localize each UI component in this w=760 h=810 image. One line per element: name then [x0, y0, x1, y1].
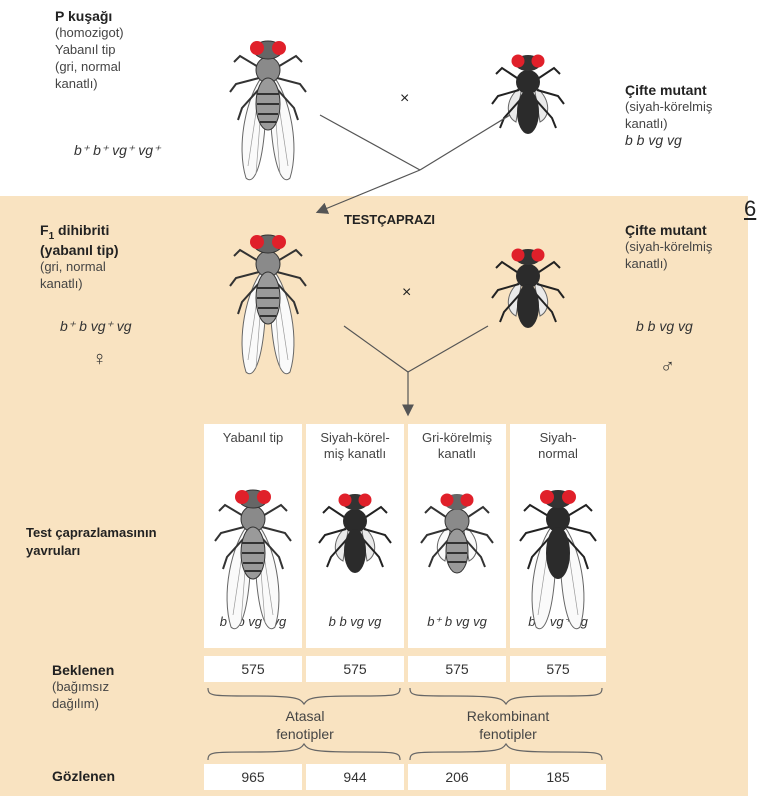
offspring-black-normal-fly-icon	[520, 490, 596, 629]
parental-brace-top	[208, 688, 400, 704]
p-cross-line-right	[420, 115, 510, 170]
recombinant-brace-bottom	[410, 744, 602, 760]
p-wild-type-fly-icon	[230, 41, 306, 180]
f1-wild-type-fly-icon	[230, 235, 306, 374]
offspring-black-vestigial-fly-icon	[319, 494, 391, 574]
p-cross-line-left	[320, 115, 420, 170]
f1-cross-line-left	[344, 326, 408, 372]
offspring-wild-type-fly-icon	[215, 490, 291, 629]
f1-cross-line-right	[408, 326, 488, 372]
arrow-to-f1	[318, 170, 420, 212]
recombinant-brace-top	[410, 688, 602, 704]
parental-brace-bottom	[208, 744, 400, 760]
f1-double-mutant-fly-icon	[492, 249, 564, 329]
p-double-mutant-fly-icon	[492, 55, 564, 135]
offspring-gray-vestigial-fly-icon	[421, 494, 493, 574]
